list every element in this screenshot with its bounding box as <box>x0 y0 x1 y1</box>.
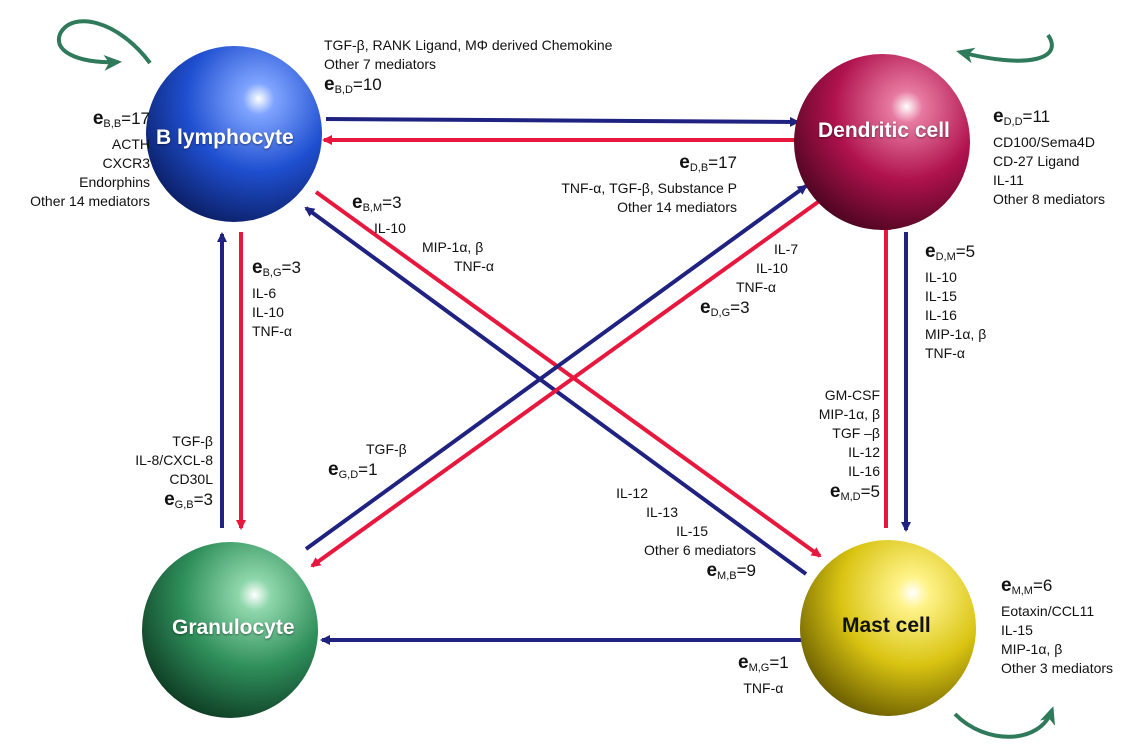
b-lymphocyte-sphere <box>146 46 322 222</box>
edge-md-mediator: IL-16 <box>848 463 880 479</box>
edge-bm-mediator: MIP-1α, β <box>422 239 484 255</box>
edge-g-to-d-arrow <box>304 184 808 551</box>
edge-mg-mediator: TNF-α <box>743 680 784 696</box>
edge-bb-mediator: ACTH <box>111 136 150 152</box>
edge-md-mediator: MIP-1α, β <box>818 406 880 422</box>
edge-bb-label: eB,B=17 ACTH CXCR3 Endorphins Other 14 m… <box>30 108 150 211</box>
edge-b-to-m-arrow <box>314 190 822 558</box>
edge-dm-mediator: MIP-1α, β <box>925 326 987 342</box>
dendritic-cell-sphere <box>794 54 970 230</box>
edge-mb-mediator: Other 6 mediators <box>643 542 756 558</box>
edge-bm-count: eB,M=3 <box>352 192 402 214</box>
edge-dg-mediator: IL-10 <box>756 260 788 276</box>
edge-bm-label: eB,M=3 IL-10 MIP-1α, β TNF-α <box>352 192 494 276</box>
self-loop-b-arrow <box>56 19 152 71</box>
edge-dm-count: eD,M=5 <box>925 241 976 263</box>
edge-db-mediator: TNF-α, TGF-β, Substance P <box>561 180 737 196</box>
edge-mm-mediator: MIP-1α, β <box>1001 641 1063 657</box>
edge-mg-count: eM,G=1 <box>738 652 789 674</box>
edge-bm-mediator: TNF-α <box>454 258 494 274</box>
edge-b-to-d-arrow <box>325 116 800 127</box>
edge-bg-count: eB,G=3 <box>252 257 301 279</box>
edge-gd-label: TGF-β eG,D=1 <box>328 440 407 486</box>
edge-gd-count: eG,D=1 <box>328 459 378 481</box>
edge-dd-mediator: IL-11 <box>993 172 1024 188</box>
edge-gb-mediator: IL-8/CXCL-8 <box>135 452 213 468</box>
edge-md-mediator: GM-CSF <box>824 387 880 403</box>
self-loop-m-arrow <box>953 706 1056 739</box>
edge-bg-label: eB,G=3 IL-6 IL-10 TNF-α <box>252 257 301 341</box>
edge-bd-label: TGF-β, RANK Ligand, MΦ derived Chemokine… <box>324 36 612 101</box>
b-lymphocyte-label: B lymphocyte <box>156 126 294 149</box>
edge-dm-mediator: IL-15 <box>925 288 957 304</box>
edge-bm-mediator: IL-10 <box>374 220 406 236</box>
edge-md-mediator: IL-12 <box>848 444 880 460</box>
edge-gb-mediator: TGF-β <box>172 433 213 449</box>
edge-db-count: eD,B=17 <box>679 152 737 174</box>
edge-dd-mediator: Other 8 mediators <box>993 191 1106 207</box>
edge-mm-mediator: Other 3 mediators <box>1001 660 1114 676</box>
edge-dm-mediator: TNF-α <box>925 345 965 361</box>
edge-mb-mediator: IL-12 <box>616 485 648 501</box>
edge-gb-count: eG,B=3 <box>164 489 213 511</box>
edge-dd-mediator: CD100/Sema4D <box>993 134 1095 150</box>
edge-dm-mediator: IL-10 <box>925 269 957 285</box>
edge-mm-label: eM,M=6 Eotaxin/CCL11 IL-15 MIP-1α, β Oth… <box>1001 575 1113 678</box>
self-loop-d-arrow <box>956 33 1054 64</box>
edge-bg-mediator: IL-10 <box>252 304 284 320</box>
edge-dd-label: eD,D=11 CD100/Sema4D CD-27 Ligand IL-11 … <box>993 106 1105 209</box>
edge-mb-label: IL-12 IL-13 IL-15 Other 6 mediators eM,B… <box>616 484 756 587</box>
edge-mb-mediator: IL-15 <box>676 523 708 539</box>
edge-md-label: GM-CSF MIP-1α, β TGF –β IL-12 IL-16 eM,D… <box>819 386 880 508</box>
edge-bd-mediator: TGF-β, RANK Ligand, MΦ derived Chemokine <box>324 37 613 53</box>
edge-md-count: eM,D=5 <box>829 481 880 503</box>
edge-dg-count: eD,G=3 <box>700 297 750 319</box>
edge-bd-mediator: Other 7 mediators <box>324 56 437 72</box>
edge-db-label: eD,B=17 TNF-α, TGF-β, Substance P Other … <box>561 152 737 217</box>
edge-dd-mediator: CD-27 Ligand <box>993 153 1080 169</box>
edge-bg-mediator: TNF-α <box>252 323 292 339</box>
edge-mg-label: eM,G=1 TNF-α <box>738 652 789 698</box>
edge-gb-label: TGF-β IL-8/CXCL-8 CD30L eG,B=3 <box>135 432 213 516</box>
edge-mb-mediator: IL-13 <box>646 504 678 520</box>
granulocyte-label: Granulocyte <box>172 616 295 639</box>
granulocyte-sphere <box>142 542 318 718</box>
edge-dg-mediator: IL-7 <box>774 241 799 257</box>
edge-dm-mediator: IL-16 <box>925 307 957 323</box>
edge-dd-count: eD,D=11 <box>993 106 1051 128</box>
edge-dg-label: IL-7 IL-10 TNF-α eD,G=3 <box>700 240 798 324</box>
edge-mm-mediator: IL-15 <box>1001 622 1033 638</box>
edge-db-mediator: Other 14 mediators <box>617 199 737 215</box>
edge-bd-count: eB,D=10 <box>324 74 382 96</box>
edge-bb-count: eB,B=17 <box>92 108 150 130</box>
edge-mm-mediator: Eotaxin/CCL11 <box>1001 603 1095 619</box>
edge-d-to-g-arrow <box>310 200 820 568</box>
dendritic-cell-label: Dendritic cell <box>818 119 950 142</box>
edge-bb-mediator: Other 14 mediators <box>30 193 150 209</box>
edge-mb-count: eM,B=9 <box>706 560 756 582</box>
edge-gb-mediator: CD30L <box>169 471 213 487</box>
edge-gd-mediator: TGF-β <box>366 441 407 457</box>
mast-cell-label: Mast cell <box>842 614 931 637</box>
edge-bb-mediator: Endorphins <box>79 174 150 190</box>
edge-dm-label: eD,M=5 IL-10 IL-15 IL-16 MIP-1α, β TNF-α <box>925 241 986 363</box>
edge-bg-mediator: IL-6 <box>252 285 277 301</box>
mast-cell-sphere <box>800 540 976 716</box>
edge-md-mediator: TGF –β <box>832 425 880 441</box>
edge-bb-mediator: CXCR3 <box>102 155 150 171</box>
edge-mm-count: eM,M=6 <box>1001 575 1053 597</box>
edge-dg-mediator: TNF-α <box>736 279 776 295</box>
